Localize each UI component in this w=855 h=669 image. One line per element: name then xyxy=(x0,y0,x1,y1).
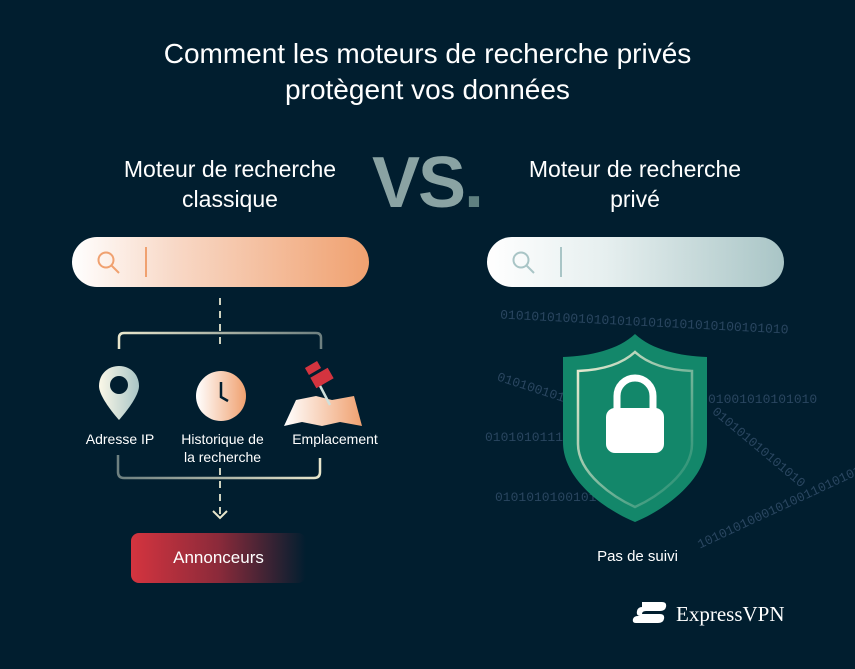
search-icon xyxy=(512,251,535,274)
binary-decoration: 0101010111 xyxy=(485,430,564,445)
advertisers-box: Annonceurs xyxy=(131,533,306,583)
no-tracking-caption: Pas de suivi xyxy=(597,548,678,565)
vs-label: VS. xyxy=(372,143,484,223)
clock-icon xyxy=(196,371,246,421)
binary-decoration: 01010101001010 xyxy=(495,490,605,505)
map-pushpin-icon xyxy=(284,361,362,426)
data-item-location: Emplacement xyxy=(292,431,378,447)
binary-decoration: 01001010101010 xyxy=(708,392,818,407)
expressvpn-logo: ExpressVPN xyxy=(632,600,785,628)
search-icon xyxy=(97,251,120,274)
page-title: Comment les moteurs de recherche privés … xyxy=(163,38,692,105)
shield-lock-icon xyxy=(563,334,707,522)
expressvpn-logo-icon xyxy=(632,602,667,623)
data-item-history: Historique de la recherche xyxy=(181,431,264,465)
text-cursor xyxy=(145,247,147,277)
text-cursor xyxy=(560,247,562,277)
classic-engine-title: Moteur de recherche classique xyxy=(123,156,337,212)
location-pin-icon xyxy=(99,366,139,420)
private-search-bar[interactable] xyxy=(487,237,784,287)
classic-search-bar[interactable] xyxy=(72,237,369,287)
data-item-ip: Adresse IP xyxy=(85,431,155,447)
private-engine-title: Moteur de recherche privé xyxy=(528,156,742,212)
